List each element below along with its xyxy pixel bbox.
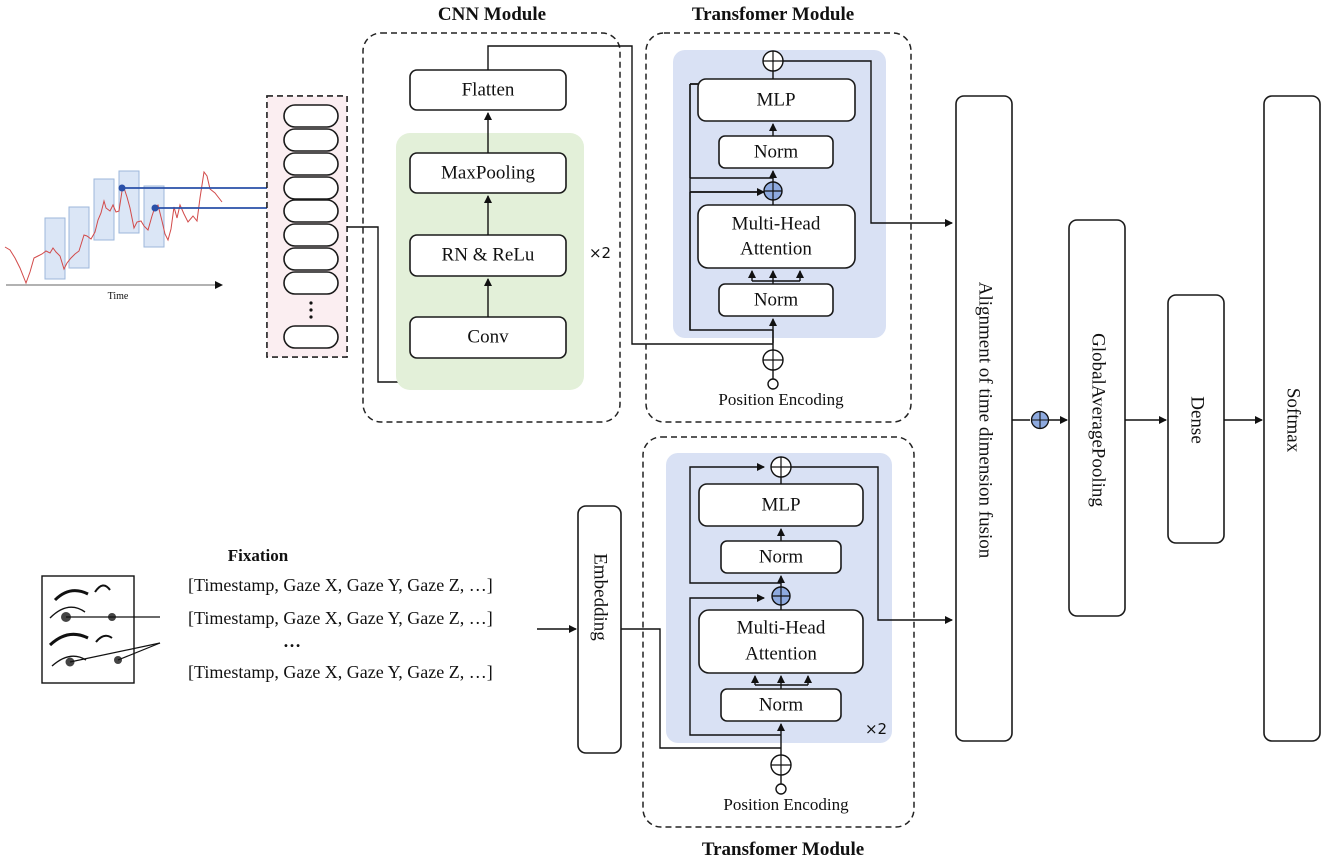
cnn-module-border xyxy=(362,32,621,423)
connector-embedding-to-transformer xyxy=(621,628,781,749)
token-slot xyxy=(283,247,339,271)
token-sequence xyxy=(266,95,348,358)
transformer-top-border xyxy=(645,32,912,423)
token-slot xyxy=(283,199,339,223)
eye-tracking-icon xyxy=(41,575,161,684)
norm-upper-label: Norm xyxy=(759,546,804,567)
fixation-title: Fixation xyxy=(228,546,289,565)
fusion-label: Alignment of time dimension fusion xyxy=(975,282,996,559)
token-slot xyxy=(283,223,339,247)
window xyxy=(143,185,165,248)
transformer-repeat-label: ×2 xyxy=(865,720,887,738)
fixation-input: Fixation [Timestamp, Gaze X, Gaze Y, Gaz… xyxy=(41,546,493,684)
norm-upper-block xyxy=(718,135,834,169)
conv-label: Conv xyxy=(467,326,509,347)
embedding-block: Embedding xyxy=(577,505,622,754)
maxpooling-label: MaxPooling xyxy=(441,162,535,183)
norm-upper-label: Norm xyxy=(754,141,799,162)
signal-curve xyxy=(4,170,223,285)
fusion-block: Alignment of time dimension fusion xyxy=(955,95,1013,742)
dense-label: Dense xyxy=(1187,396,1208,443)
transformer-bottom-title: Transfomer Module xyxy=(702,839,864,860)
token-slot xyxy=(283,152,339,176)
transformer-bottom-border xyxy=(642,436,915,828)
fixation-row-ellipsis: … xyxy=(283,631,301,651)
transformer-top-title: Transfomer Module xyxy=(692,4,854,25)
transformer-module-bottom: Transfomer Module MLP Norm Multi-Head At… xyxy=(642,436,953,860)
ellipsis-dot xyxy=(309,315,313,319)
fixation-row: [Timestamp, Gaze X, Gaze Y, Gaze Z, …] xyxy=(188,662,493,682)
cnn-module-title: CNN Module xyxy=(438,4,546,25)
norm-lower-label: Norm xyxy=(759,694,804,715)
pooling-label: GlobalAveragePooling xyxy=(1088,333,1109,507)
norm-lower-label: Norm xyxy=(754,289,799,310)
attention-label-line1: Multi-Head xyxy=(732,213,821,234)
token-slot xyxy=(283,104,339,128)
attention-block xyxy=(697,204,856,269)
global-average-pooling-block: GlobalAveragePooling xyxy=(1068,219,1126,617)
position-encoding-input xyxy=(767,378,779,390)
norm-lower-block xyxy=(720,688,842,722)
softmax-block: Softmax xyxy=(1263,95,1321,742)
position-encoding-input xyxy=(775,783,787,795)
rn-relu-label: RN & ReLu xyxy=(442,244,535,265)
norm-upper-block xyxy=(720,540,842,574)
ellipsis-dot xyxy=(309,308,313,312)
attention-label-line1: Multi-Head xyxy=(737,617,826,638)
token-slot xyxy=(283,128,339,152)
flatten-label: Flatten xyxy=(462,79,515,100)
token-slot xyxy=(283,176,339,200)
mlp-label: MLP xyxy=(761,494,800,515)
ellipsis-dot xyxy=(309,301,313,305)
fixation-row: [Timestamp, Gaze X, Gaze Y, Gaze Z, …] xyxy=(188,575,493,595)
window xyxy=(44,217,66,280)
attention-label-line2: Attention xyxy=(745,643,817,664)
softmax-label: Softmax xyxy=(1283,388,1304,453)
window xyxy=(68,206,90,269)
norm-lower-block xyxy=(718,283,834,317)
window xyxy=(93,178,115,241)
position-encoding-label: Position Encoding xyxy=(723,795,849,814)
fixation-row: [Timestamp, Gaze X, Gaze Y, Gaze Z, …] xyxy=(188,608,493,628)
cnn-module: CNN Module Flatten MaxPooling RN & ReLu … xyxy=(362,4,621,423)
cnn-repeat-label: ×2 xyxy=(589,244,611,262)
position-encoding-label: Position Encoding xyxy=(718,390,844,409)
token-slot xyxy=(283,271,339,295)
token-slot xyxy=(283,325,339,349)
x-axis-label: Time xyxy=(108,291,129,302)
mlp-label: MLP xyxy=(756,89,795,110)
mlp-block xyxy=(697,78,856,122)
dense-block: Dense xyxy=(1167,294,1225,544)
signal-plot: Time xyxy=(4,170,282,302)
attention-label-line2: Attention xyxy=(740,238,812,259)
transformer-module-top: Transfomer Module MLP Norm Multi-Head At… xyxy=(645,4,953,423)
embedding-label: Embedding xyxy=(590,553,611,641)
connector-flatten-to-transformer xyxy=(487,45,773,345)
